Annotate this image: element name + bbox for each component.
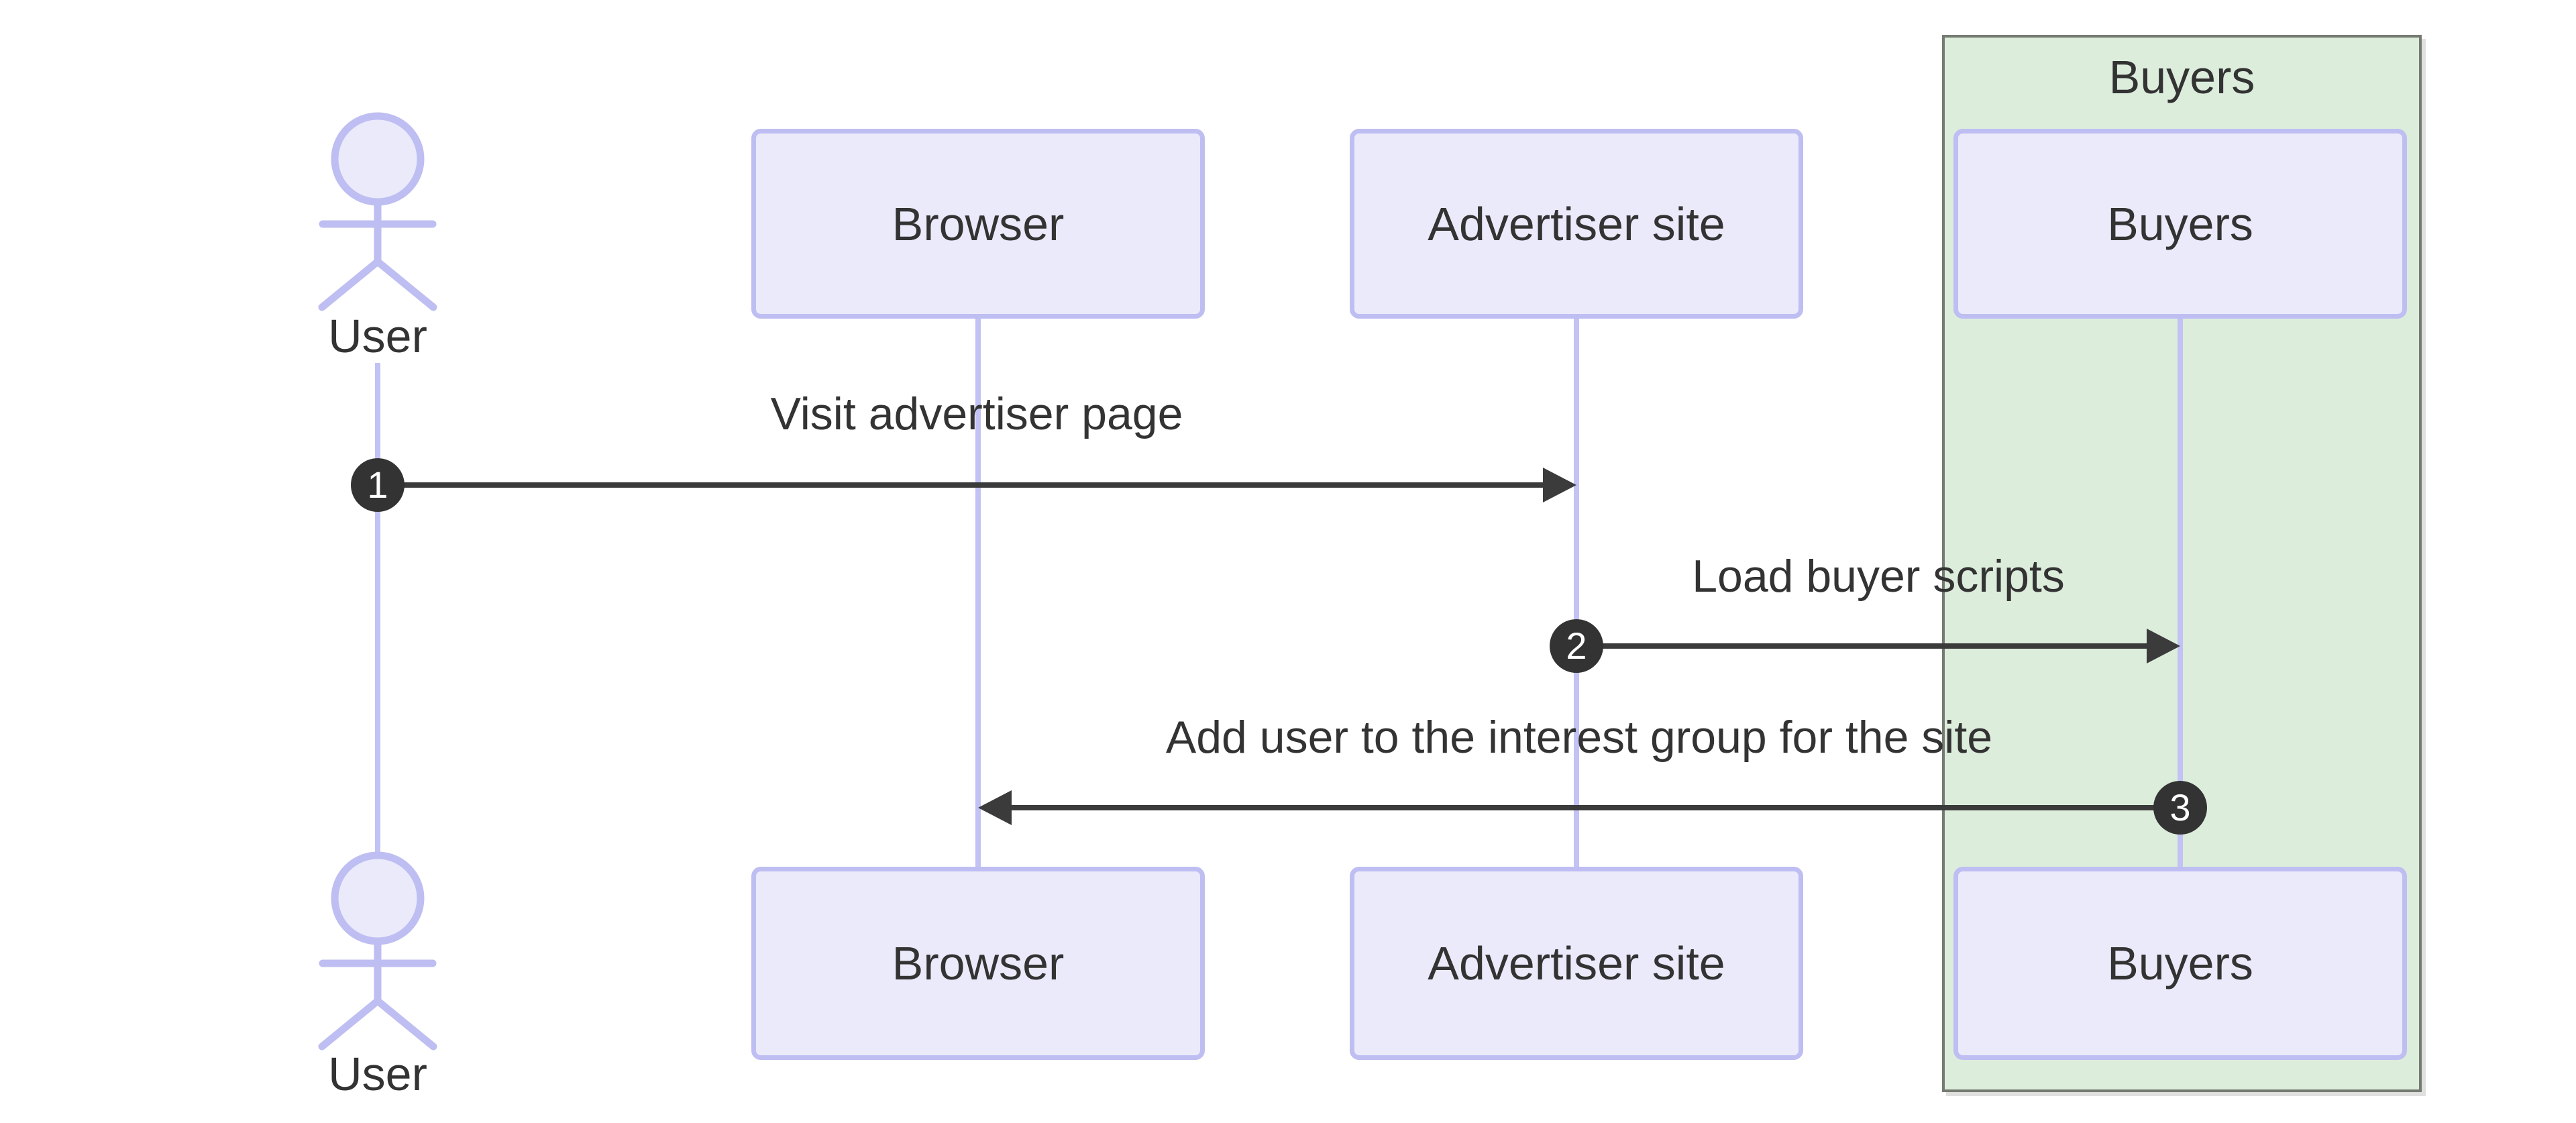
participant-box-browser-top: Browser bbox=[751, 129, 1205, 319]
participant-label-buyers-top: Buyers bbox=[2107, 197, 2253, 250]
sequence-number-2: 2 bbox=[1550, 619, 1603, 673]
arrowhead-icon-left-3 bbox=[978, 790, 1012, 825]
message-label-3: Add user to the interest group for the s… bbox=[1165, 712, 1993, 763]
participant-box-buyers-top: Buyers bbox=[1953, 129, 2407, 319]
message-line-2 bbox=[1576, 643, 2147, 649]
lifeline-browser bbox=[975, 317, 981, 867]
sequence-number-1: 1 bbox=[351, 458, 405, 512]
actor-icon-user-top bbox=[318, 112, 437, 311]
actor-label-user-top: User bbox=[328, 310, 427, 362]
participant-label-advertiser-site-bottom: Advertiser site bbox=[1428, 937, 1725, 990]
message-line-3 bbox=[1012, 805, 2180, 810]
participant-box-buyers-bottom: Buyers bbox=[1953, 867, 2407, 1060]
arrowhead-icon-right-1 bbox=[1543, 468, 1576, 502]
participant-label-advertiser-site-top: Advertiser site bbox=[1428, 197, 1725, 250]
participant-label-browser-top: Browser bbox=[892, 197, 1065, 250]
actor-icon-user-bottom bbox=[318, 851, 437, 1051]
actor-label-user-bottom: User bbox=[328, 1048, 427, 1100]
lifeline-advertiser-site bbox=[1574, 317, 1579, 867]
message-label-1: Visit advertiser page bbox=[770, 388, 1183, 439]
group-title: Buyers bbox=[2108, 51, 2255, 103]
sequence-number-3: 3 bbox=[2153, 781, 2207, 835]
participant-box-advertiser-site-bottom: Advertiser site bbox=[1350, 867, 1803, 1060]
message-line-1 bbox=[378, 482, 1543, 488]
lifeline-user bbox=[375, 363, 380, 852]
message-label-2: Load buyer scripts bbox=[1692, 551, 2065, 602]
lifeline-buyers bbox=[2178, 317, 2183, 867]
participant-box-advertiser-site-top: Advertiser site bbox=[1350, 129, 1803, 319]
arrowhead-icon-right-2 bbox=[2147, 629, 2180, 663]
participant-label-buyers-bottom: Buyers bbox=[2107, 937, 2253, 990]
participant-label-browser-bottom: Browser bbox=[892, 937, 1065, 990]
participant-box-browser-bottom: Browser bbox=[751, 867, 1205, 1060]
